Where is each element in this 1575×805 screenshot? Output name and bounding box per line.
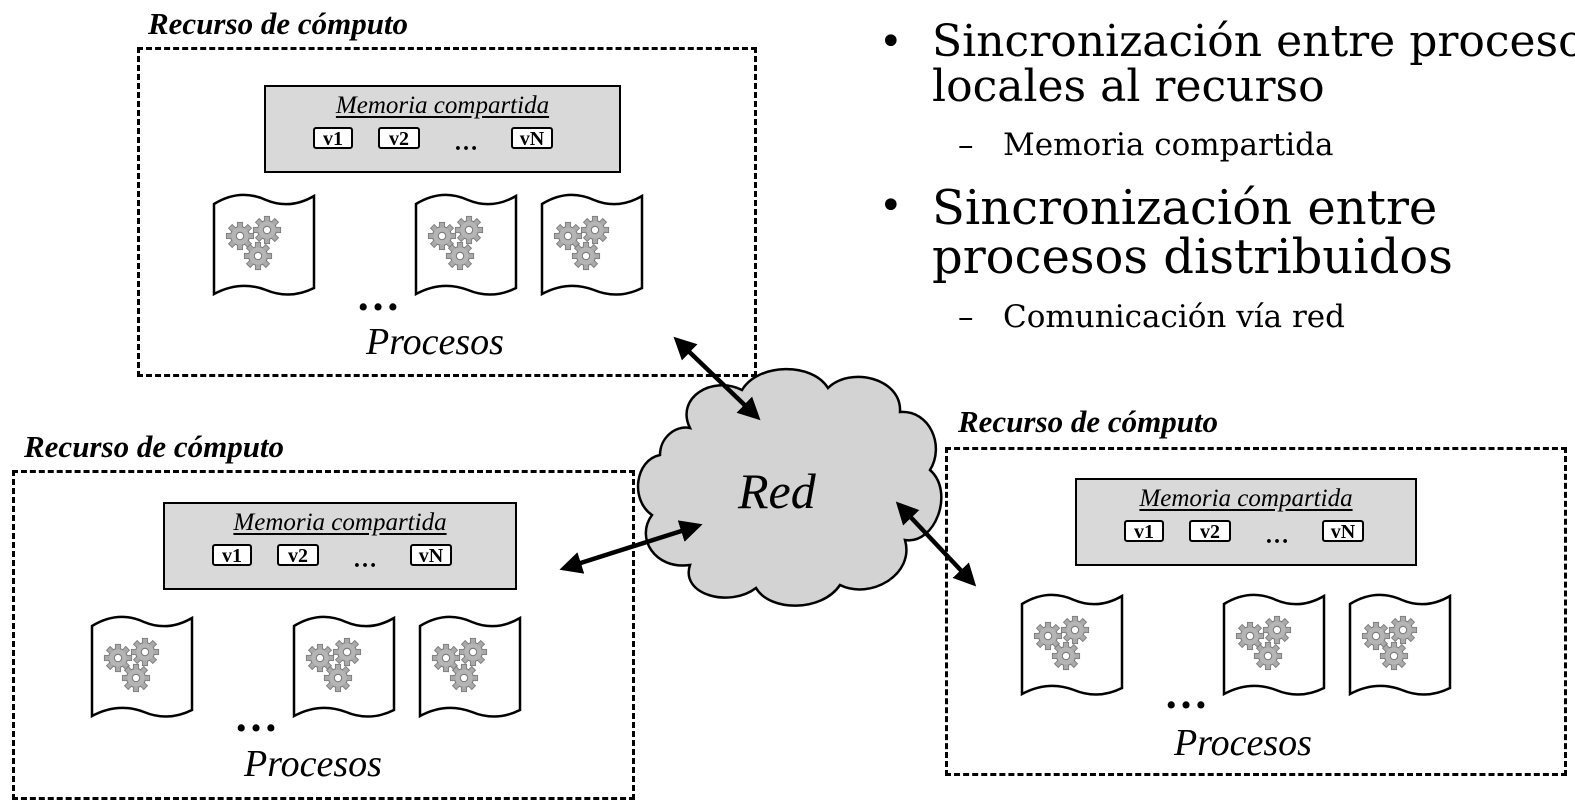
bullet-icon: •	[879, 19, 903, 65]
shared-memory-box: Memoria compartida v1 v2 … vN	[264, 85, 621, 173]
resource-title: Recurso de cómputo	[24, 429, 285, 464]
processes-label: Procesos	[366, 321, 504, 363]
bidirectional-arrow	[559, 520, 703, 574]
resource-title: Recurso de cómputo	[958, 404, 1219, 439]
bullet-line: procesos distribuidos	[932, 228, 1453, 285]
sub-bullet-text: Comunicación vía red	[1003, 299, 1345, 335]
variables-ellipsis: …	[454, 130, 478, 156]
network-label: Red	[738, 463, 816, 519]
processes-label: Procesos	[244, 743, 382, 785]
sub-bullet-text: Memoria compartida	[1003, 127, 1334, 163]
processes-ellipsis: …	[1164, 669, 1210, 718]
variable-box: v1	[1124, 520, 1164, 543]
bidirectional-arrow	[673, 336, 761, 421]
variable-box: vN	[511, 127, 553, 150]
sub-bullet-dash: –	[958, 299, 974, 335]
bullet-text: Sincronización entre procesos distribuid…	[932, 184, 1453, 282]
shared-memory-label: Memoria compartida	[1139, 485, 1353, 512]
variable-box: vN	[410, 544, 452, 567]
bullet-line: locales al recurso	[932, 60, 1325, 112]
processes-label: Procesos	[1174, 722, 1312, 764]
shared-memory-box: Memoria compartida v1 v2 … vN	[1075, 478, 1417, 566]
shared-memory-label: Memoria compartida	[335, 92, 550, 119]
bullet-line: Sincronización entre procesos	[932, 16, 1575, 67]
compute-resource-box	[12, 470, 635, 800]
variable-box: v1	[313, 127, 353, 150]
resource-title: Recurso de cómputo	[148, 6, 409, 41]
variable-box: v2	[277, 544, 319, 567]
processes-ellipsis: …	[234, 692, 280, 741]
compute-resource-box	[137, 47, 757, 377]
variable-box: v2	[1189, 520, 1231, 543]
variables-ellipsis: …	[353, 547, 377, 573]
bullet-line: Sincronización entre	[932, 180, 1438, 236]
shared-memory-box: Memoria compartida v1 v2 … vN	[163, 502, 517, 590]
compute-resource-box	[945, 447, 1567, 776]
variable-box: v2	[378, 127, 420, 150]
bullet-text: Sincronización entre procesos locales al…	[932, 16, 1575, 112]
variable-box: v1	[212, 544, 252, 567]
shared-memory-label: Memoria compartida	[233, 509, 447, 536]
sub-bullet-dash: –	[958, 127, 974, 163]
processes-ellipsis: …	[356, 271, 402, 320]
bidirectional-arrow	[895, 501, 977, 587]
variable-box: vN	[1322, 520, 1364, 543]
bullet-icon: •	[879, 183, 903, 229]
variables-ellipsis: …	[1265, 523, 1289, 549]
